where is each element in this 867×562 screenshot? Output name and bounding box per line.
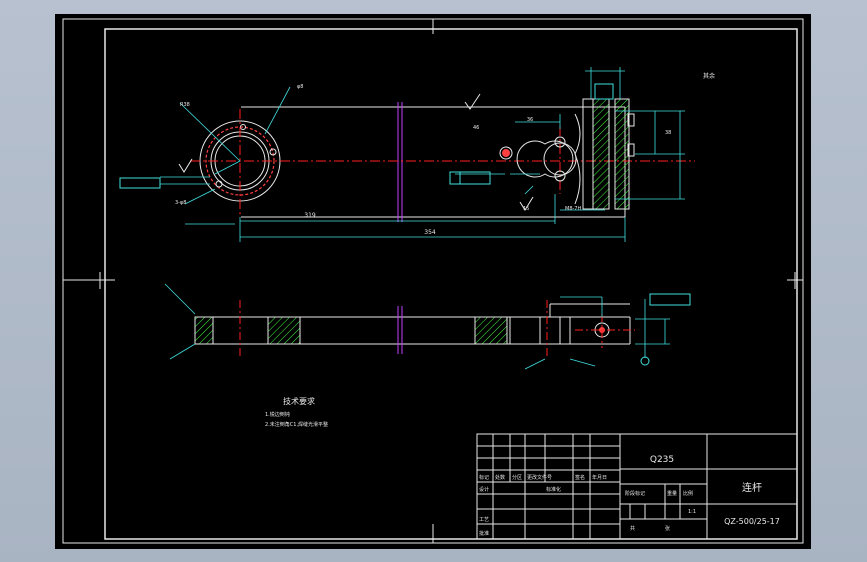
dim-354: 354 [424, 229, 436, 236]
dim-36: 36 [527, 117, 533, 123]
label-process: 工艺 [479, 517, 489, 523]
material: Q235 [650, 455, 674, 465]
row-label-count: 处数 [495, 474, 505, 481]
outer-frame [62, 18, 804, 544]
dim-r38: R38 [180, 102, 190, 108]
label-standard: 标准化 [546, 486, 561, 493]
label-approve: 批准 [479, 530, 489, 537]
engineering-drawing: 319 354 36 46 R38 φ8 3-φ8 M8-7H 15 38 其余 [62, 18, 804, 544]
row-label-mark: 标记 [479, 474, 489, 481]
part-name: 连杆 [742, 481, 762, 494]
scale-value: 1:1 [688, 509, 696, 515]
tech-requirements: 技术要求 1.锐边倒钝 2.未注倒角C1,焊缝光滑平整 [265, 396, 328, 428]
top-view: 319 354 36 46 R38 φ8 3-φ8 M8-7H 15 38 其余 [119, 67, 715, 242]
tech-req-item-2: 2.未注倒角C1,焊缝光滑平整 [265, 421, 328, 428]
dim-15: 15 [523, 206, 529, 212]
dim-38: 38 [665, 130, 671, 136]
dim-m8: M8-7H [565, 206, 581, 212]
label-designer: 设计 [479, 486, 489, 493]
label-weight: 重量 [667, 490, 677, 497]
row-label-date: 年月日 [592, 474, 607, 481]
centering-marks [63, 19, 803, 543]
drawing-number: QZ-500/25-17 [724, 517, 780, 526]
row-label-zone: 分区 [512, 474, 522, 481]
inner-frame [104, 28, 798, 540]
roughness-other-label: 其余 [703, 72, 715, 80]
row-label-change: 更改文件号 [527, 474, 552, 481]
dim-3x: 3-φ8 [175, 200, 186, 206]
title-block [476, 433, 798, 540]
row-label-sign: 签名 [575, 474, 585, 481]
dim-46: 46 [473, 125, 479, 131]
label-ratio: 比例 [683, 490, 693, 497]
front-view [164, 283, 691, 370]
tech-req-title: 技术要求 [283, 396, 315, 406]
hatched-section [592, 98, 610, 210]
label-page: 张 [665, 525, 670, 532]
label-sheet: 共 [630, 525, 635, 532]
title-block-text: Q235 连杆 QZ-500/25-17 1:1 标记 处数 分区 更改文件号 … [479, 455, 780, 537]
dim-phi8: φ8 [297, 84, 303, 90]
label-stage: 阶段标记 [625, 490, 645, 497]
bolt-circle [205, 126, 275, 196]
cad-viewport[interactable]: 319 354 36 46 R38 φ8 3-φ8 M8-7H 15 38 其余 [55, 14, 811, 549]
tech-req-item-1: 1.锐边倒钝 [265, 411, 290, 418]
dim-319: 319 [304, 212, 316, 219]
